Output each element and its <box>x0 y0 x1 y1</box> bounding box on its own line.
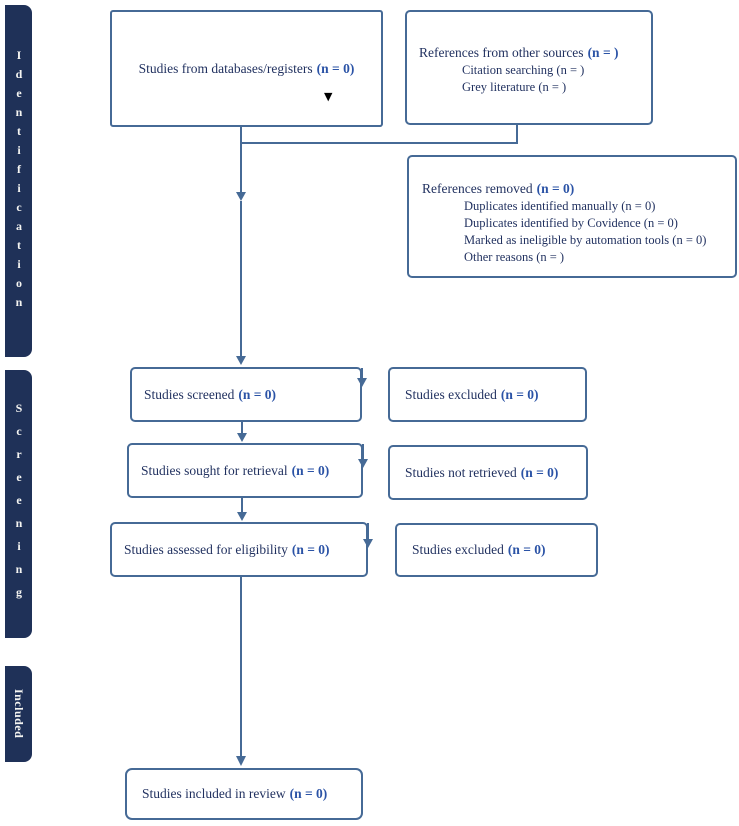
stage-bar-identification: Identification <box>5 5 32 357</box>
connector-other-sources-elbow <box>241 125 518 144</box>
dropdown-caret-icon[interactable]: ▼ <box>324 90 333 103</box>
box-studies-not-retrieved: Studies not retrieved(n = 0) <box>388 445 588 500</box>
box-label: Studies sought for retrieval <box>141 462 288 478</box>
box-sub-items: Citation searching (n = ) Grey literature… <box>462 62 643 96</box>
box-count: (n = 0) <box>238 386 277 402</box>
sub-item: Duplicates identified manually (n = 0) <box>464 199 656 213</box>
box-count: (n = 0) <box>291 462 330 478</box>
box-label: References from other sources <box>419 45 584 60</box>
arrowhead-mid <box>236 192 246 201</box>
box-count: (n = ) <box>587 45 619 60</box>
stage-label-identification: Identification <box>12 48 26 314</box>
box-count: (n = 0) <box>536 181 575 196</box>
box-references-removed: References removed(n = 0) Duplicates ide… <box>407 155 737 278</box>
box-studies-included-review: Studies included in review(n = 0) <box>125 768 363 820</box>
box-studies-from-databases-text: Studies from databases/registers(n = 0) <box>139 61 355 77</box>
box-label: Studies not retrieved <box>405 464 517 480</box>
box-label: Studies from databases/registers <box>138 60 313 76</box>
box-heading: References removed(n = 0) <box>422 180 727 197</box>
stage-label-included: Included <box>12 689 26 739</box>
arrowhead-to-sought <box>237 433 247 442</box>
box-studies-from-databases: Studies from databases/registers(n = 0) … <box>110 10 383 127</box>
box-sub-items: Duplicates identified manually (n = 0) Du… <box>464 198 727 266</box>
box-count: (n = 0) <box>520 464 559 480</box>
box-count: (n = 0) <box>316 60 355 76</box>
arrowhead-to-screened <box>236 356 246 365</box>
box-label: Studies excluded <box>405 386 497 402</box>
box-count: (n = 0) <box>500 386 539 402</box>
arrowhead-to-included <box>236 756 246 766</box>
stage-bar-included: Included <box>5 666 32 762</box>
box-count: (n = 0) <box>289 786 328 801</box>
box-references-other-sources: References from other sources(n = ) Cita… <box>405 10 653 125</box>
box-label: References removed <box>422 181 533 196</box>
sub-item: Other reasons (n = ) <box>464 250 565 264</box>
stage-label-screening: Screening <box>12 400 26 608</box>
box-studies-screened: Studies screened(n = 0) <box>130 367 362 422</box>
stage-bar-screening: Screening <box>5 370 32 638</box>
box-studies-assessed-eligibility: Studies assessed for eligibility(n = 0) <box>110 522 368 577</box>
box-label: Studies assessed for eligibility <box>124 541 288 557</box>
arrowhead-to-assessed <box>237 512 247 521</box>
sub-item: Duplicates identified by Covidence (n = … <box>464 216 678 230</box>
box-studies-excluded-eligibility: Studies excluded(n = 0) <box>395 523 598 577</box>
box-label: Studies included in review <box>142 786 286 801</box>
box-count: (n = 0) <box>291 541 330 557</box>
sub-item: Citation searching (n = ) <box>462 63 585 77</box>
box-count: (n = 0) <box>507 542 546 557</box>
sub-item: Marked as ineligible by automation tools… <box>464 233 707 247</box>
sub-item: Grey literature (n = ) <box>462 80 567 94</box>
box-studies-sought-retrieval: Studies sought for retrieval(n = 0) <box>127 443 363 498</box>
box-label: Studies excluded <box>412 542 504 557</box>
box-studies-excluded-screening: Studies excluded(n = 0) <box>388 367 587 422</box>
box-heading: References from other sources(n = ) <box>419 44 643 61</box>
box-label: Studies screened <box>144 386 235 402</box>
